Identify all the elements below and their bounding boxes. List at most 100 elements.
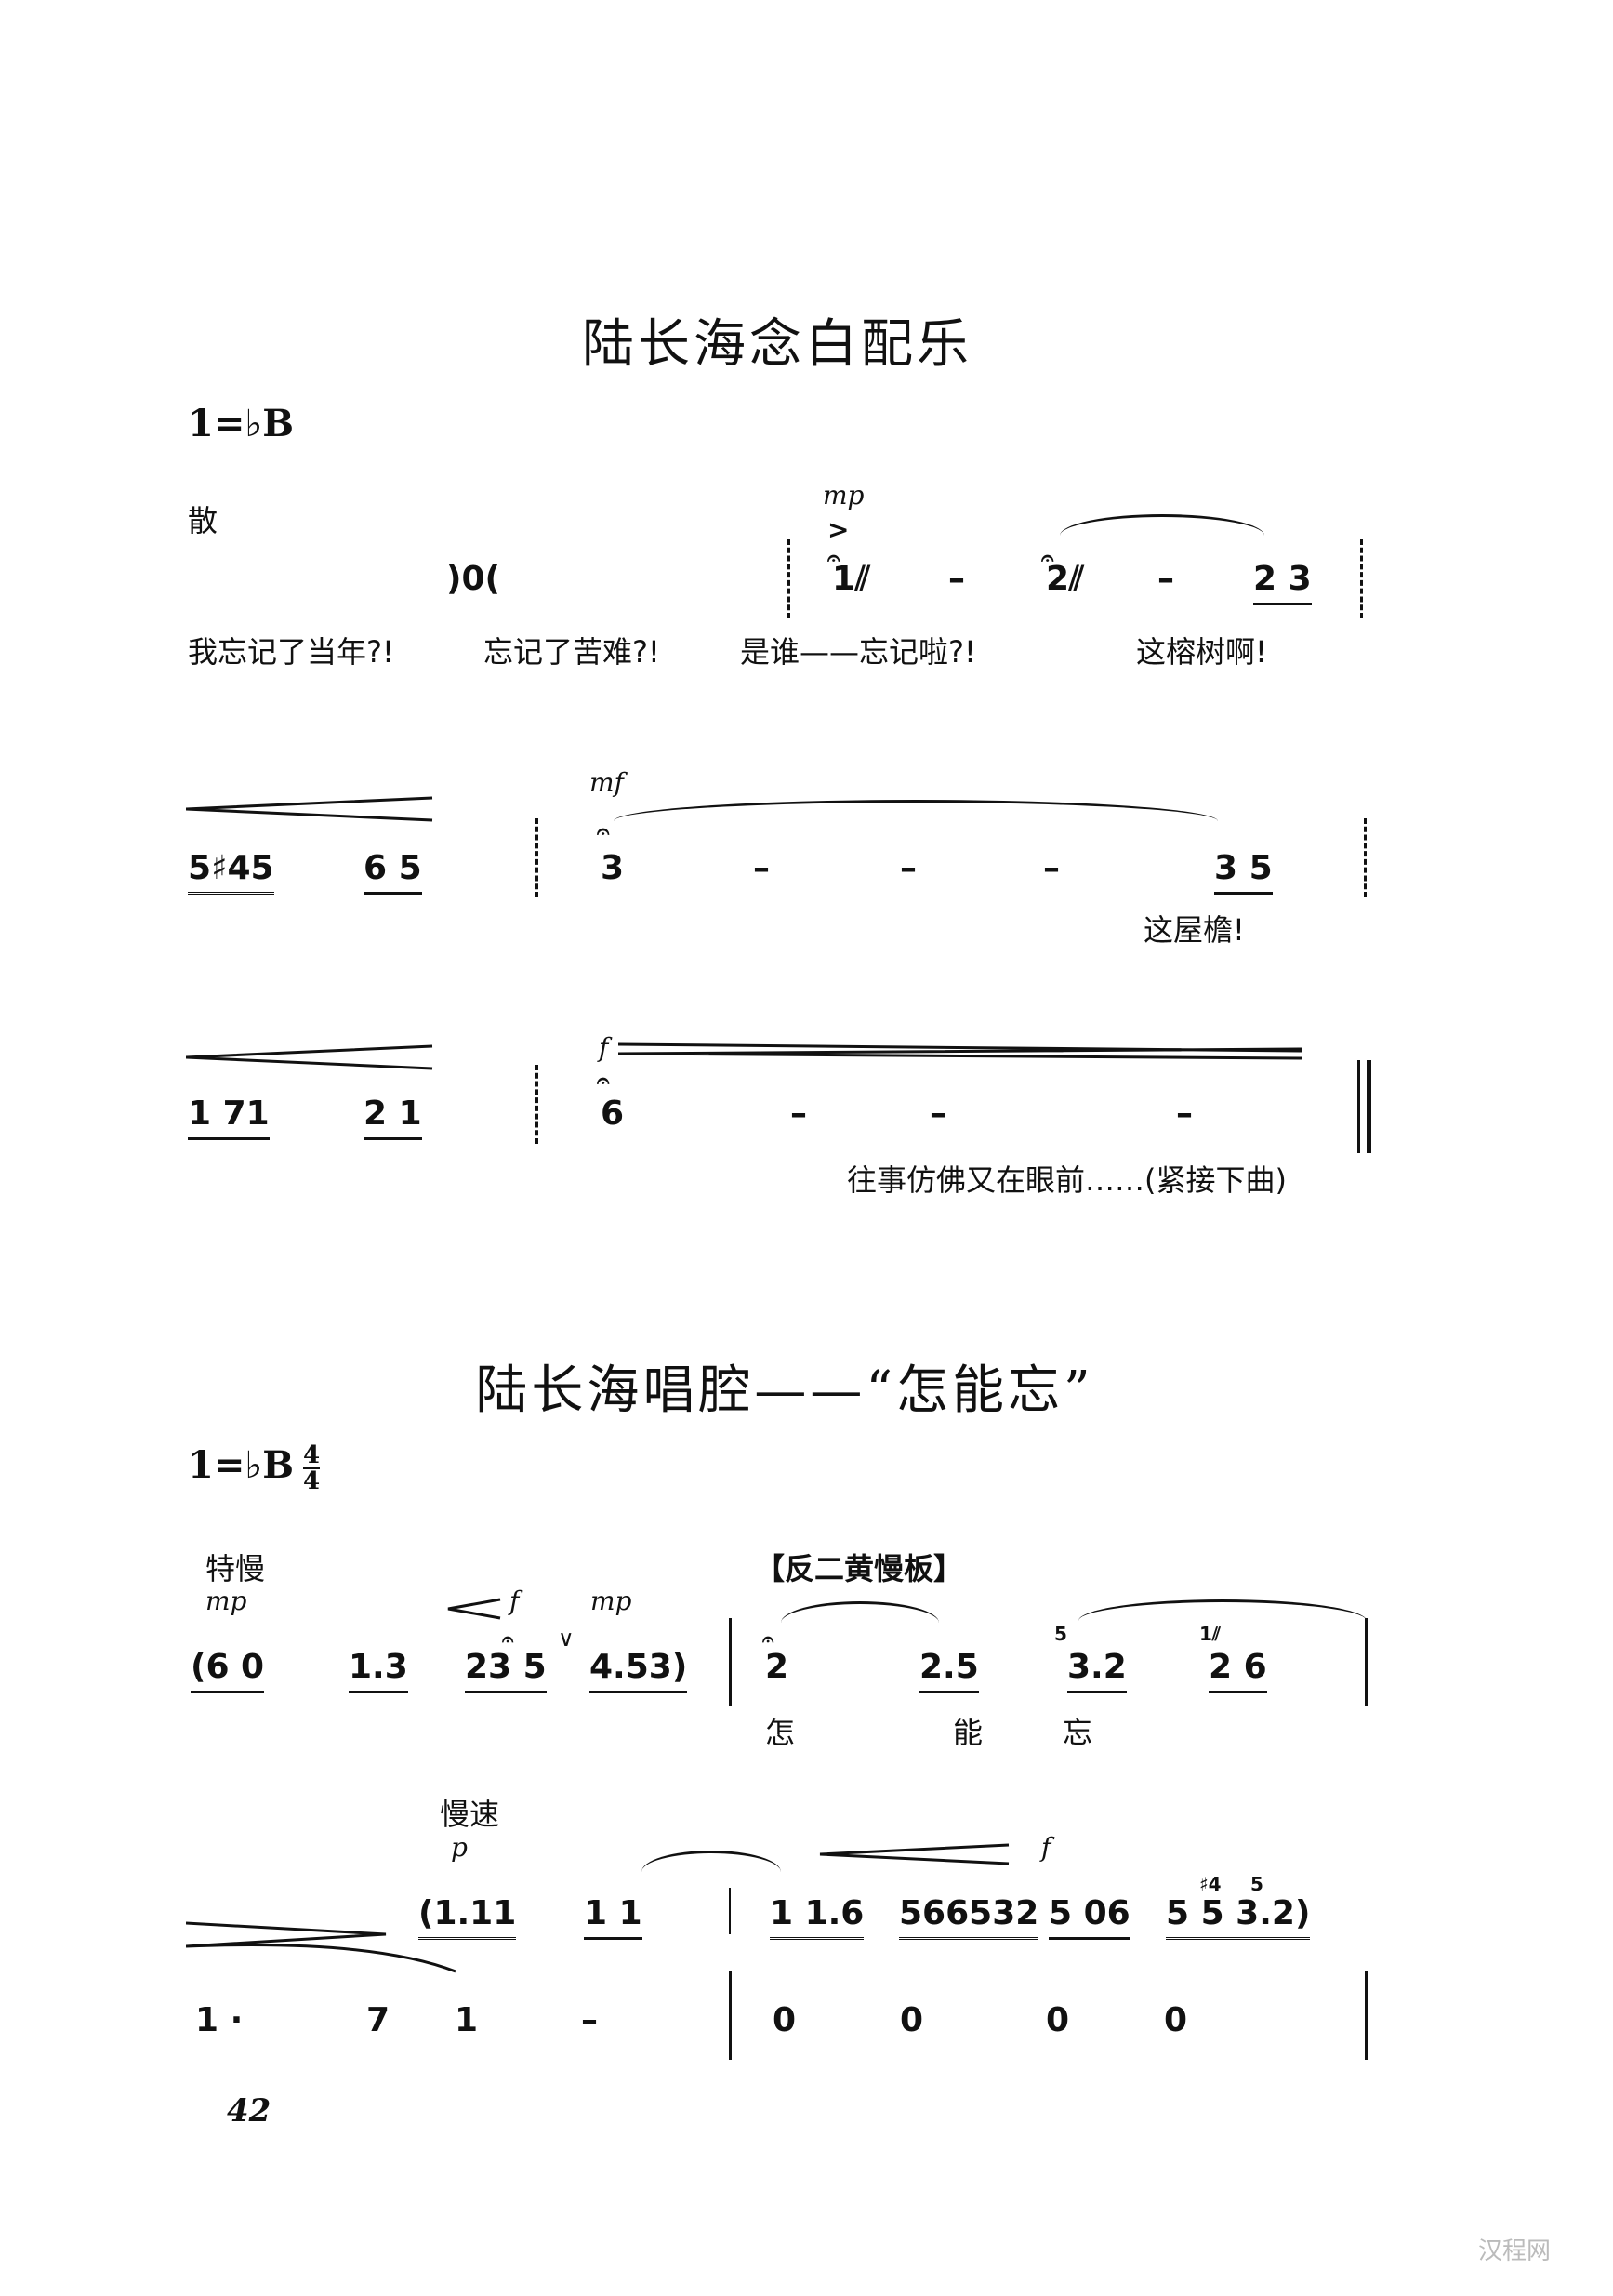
- piece2-title: 陆长海唱腔——“怎能忘”: [475, 1360, 1094, 1421]
- dynamic: f: [1041, 1832, 1051, 1863]
- note-group: 4.53): [589, 1647, 688, 1693]
- fermata-icon: 𝄐: [827, 545, 840, 571]
- note: –: [1043, 849, 1060, 887]
- slur: [781, 1601, 939, 1623]
- lyric: 忘: [1063, 1715, 1093, 1750]
- note: –: [753, 849, 770, 887]
- lyric: 我忘记了当年?!: [188, 634, 394, 670]
- dynamic: mp: [823, 480, 865, 511]
- note-group: 3 5: [1214, 848, 1273, 895]
- final-barline: [1367, 1060, 1371, 1153]
- time-top: 4: [303, 1441, 321, 1469]
- note-group: 5 06: [1049, 1893, 1130, 1940]
- dashed-barline: [1364, 818, 1369, 897]
- note: 7: [366, 2001, 390, 2039]
- dynamic: f: [509, 1586, 520, 1616]
- lyric: 能: [953, 1715, 984, 1750]
- dynamic: mp: [590, 1586, 632, 1616]
- lyric: 往事仿佛又在眼前……(紧接下曲): [847, 1162, 1287, 1198]
- note: –: [948, 560, 965, 598]
- piece1-tempo: 散: [188, 503, 218, 538]
- dashed-barline: [535, 1065, 541, 1144]
- note-group: 5 5 3.2): [1166, 1893, 1311, 1940]
- note: 1⫽: [832, 560, 871, 598]
- note: –: [790, 1095, 807, 1133]
- fermata-icon: 𝄐: [762, 1628, 774, 1652]
- dynamic: p: [451, 1832, 468, 1863]
- dynamic: mf: [589, 767, 624, 798]
- accent-mark: >: [827, 514, 850, 545]
- dashed-barline: [787, 539, 793, 618]
- lyric: 这屋檐!: [1144, 912, 1245, 948]
- section-label: 【反二黄慢板】: [755, 1551, 964, 1586]
- lyric: 怎: [765, 1715, 796, 1750]
- note: –: [1157, 560, 1174, 598]
- note-group: 566532: [899, 1893, 1039, 1940]
- page-number: 42: [227, 2092, 271, 2130]
- dynamic: mp: [205, 1586, 247, 1616]
- grace-note: 5: [1054, 1623, 1067, 1645]
- note-group: 1 71: [188, 1094, 270, 1140]
- note-group: 5♯45: [188, 848, 274, 895]
- note-group: 2 1: [364, 1094, 422, 1140]
- note: –: [581, 2001, 598, 2039]
- barline: [729, 1888, 731, 1934]
- lyric: 是谁——忘记啦?!: [740, 634, 976, 670]
- note: 3: [601, 849, 625, 887]
- piece1-title: 陆长海念白配乐: [582, 314, 972, 375]
- decrescendo-hairpin: [186, 1921, 456, 1973]
- note: 0: [1046, 2001, 1070, 2039]
- note: 2 3: [1253, 559, 1312, 605]
- crescendo-hairpin: [447, 1598, 501, 1620]
- grace-note: 1⫽: [1199, 1623, 1221, 1645]
- fermata-icon: 𝄐: [1041, 545, 1054, 571]
- note: 0: [900, 2001, 924, 2039]
- fermata-icon: 𝄐: [597, 1068, 610, 1094]
- note-group: 2 6: [1209, 1647, 1267, 1693]
- barline: [1365, 1971, 1368, 2060]
- decrescendo-hairpin: [618, 1042, 1302, 1060]
- grace-note: ♯4: [1199, 1873, 1222, 1895]
- tempo: 特慢: [205, 1551, 266, 1586]
- slur: [641, 1851, 781, 1872]
- note: –: [930, 1095, 946, 1133]
- note-group: 1 1: [584, 1893, 642, 1940]
- note: 1 ·: [195, 2001, 244, 2039]
- note-group: 1.3: [349, 1647, 408, 1693]
- note-group: 23 5: [465, 1647, 547, 1693]
- crescendo-hairpin: [819, 1843, 1010, 1865]
- note-group: (6 0: [191, 1647, 265, 1693]
- final-barline: [1357, 1060, 1360, 1153]
- grace-note: 5: [1250, 1873, 1263, 1895]
- rest: )0(: [446, 560, 500, 598]
- dashed-barline: [1360, 539, 1366, 618]
- decrescendo-hairpin: [186, 796, 433, 822]
- note: 1: [455, 2001, 479, 2039]
- key-signature: 1=♭B: [188, 1443, 295, 1487]
- fermata-icon: 𝄐: [502, 1628, 514, 1652]
- note: 0: [773, 2001, 797, 2039]
- note-group: 6 5: [364, 848, 422, 895]
- barline: [729, 1618, 732, 1706]
- note: –: [900, 849, 917, 887]
- note: 6: [601, 1095, 625, 1133]
- note: 2⫽: [1046, 560, 1085, 598]
- piece1-key: 1=♭B: [188, 402, 295, 445]
- dynamic: f: [599, 1032, 609, 1063]
- note: 0: [1164, 2001, 1188, 2039]
- lyric: 这榕树啊!: [1136, 634, 1267, 670]
- tempo: 慢速: [440, 1797, 500, 1832]
- decrescendo-hairpin: [186, 1044, 433, 1070]
- time-bottom: 4: [303, 1467, 321, 1495]
- note: 2: [765, 1648, 789, 1686]
- note: –: [1176, 1095, 1193, 1133]
- note-group: 3.2: [1067, 1647, 1127, 1693]
- breath-mark: ∨: [558, 1626, 575, 1652]
- note-group: (1.11: [418, 1893, 517, 1940]
- barline: [1365, 1618, 1368, 1706]
- watermark: 汉程网: [1478, 2237, 1552, 2265]
- note-group: 1 1.6: [770, 1893, 865, 1940]
- note-group: 2.5: [919, 1647, 979, 1693]
